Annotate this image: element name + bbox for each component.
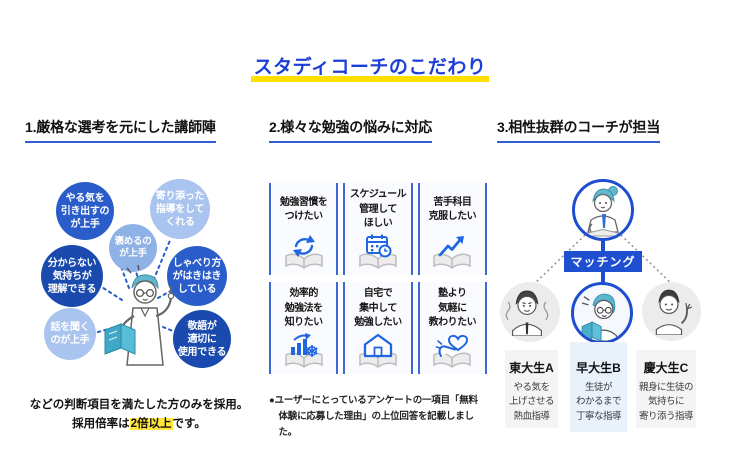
worry-card-label: 塾より 気軽に 教わりたい [428,288,477,329]
selection-note-line1: などの判断項目を満たした方のみを採用。 [29,399,249,411]
worry-card-label: スケジュール 管理して ほしい [349,189,407,230]
selection-note-line2-suffix: です。 [172,417,206,430]
skill-bubble-label: やる気を 引き出すの が上手 [60,192,110,230]
rising-arrow-book-icon [429,232,475,272]
cycle-book-icon [281,232,327,272]
student-a-illustration [505,290,549,337]
skill-bubble: 褒めるの が上手 [109,224,157,272]
section-study-worries: 2.様々な勉強の悩みに対応 勉強習慣を つけたい [269,117,487,441]
student-c-avatar [642,282,701,341]
skill-bubble: 分からない 気持ちが 理解できる [41,245,103,307]
house-book-icon [355,331,401,371]
worry-card-grid: 勉強習慣を つけたい スケジュール 管理して ほしい [269,183,487,374]
student-b-avatar [571,282,633,344]
hand-heart-book-icon [429,331,475,371]
worry-card: 塾より 気軽に 教わりたい [417,282,487,374]
selection-note-line2-prefix: 採用倍率は [72,417,130,430]
skill-bubble-label: 話を聞く のが上手 [50,322,90,346]
student-a-name: 東大生A [509,361,554,375]
coach-avatar [572,179,634,241]
student-a-avatar [500,282,560,342]
survey-footnote: ●ユーザーにとっているアンケートの一項目「無料体験に応募した理由」の上位回答を記… [269,395,478,439]
skill-bubble-label: しゃべり方 がはきはき している [172,257,222,295]
page-title: スタディコーチのこだわり [0,44,740,82]
worry-card-label: 苦手科目 克服したい [428,196,477,223]
skill-bubble: 寄り添った 指導をして くれる [150,179,210,239]
worry-card: スケジュール 管理して ほしい [343,183,413,275]
worry-card: 勉強習慣を つけたい [269,183,339,275]
student-c-card: 慶大生C 親身に生徒の 気持ちに 寄り添う指導 [636,350,696,428]
skill-bubble: 敬語が 適切に 使用できる [173,310,231,368]
student-b-description: 生徒が わかるまで 丁寧な指導 [575,382,622,422]
skill-bubble-label: 寄り添った 指導をして くれる [155,190,205,228]
matching-badge: マッチング [564,251,642,272]
worry-card: 自宅で 集中して 勉強したい [343,282,413,374]
worry-card-label: 自宅で 集中して 勉強したい [354,288,402,329]
student-c-name: 慶大生C [643,361,689,375]
column1-heading: 1.厳格な選考を元にした講師陣 [25,117,216,143]
teacher-skills-diagram: やる気を 引き出すの が上手 寄り添った 指導をして くれる 褒めるの が上手 … [25,166,253,394]
hiring-ratio-highlight: 2倍以上 [129,417,173,430]
skill-bubble-label: 敬語が 適切に 使用できる [177,320,227,358]
worry-card-label: 勉強習慣を つけたい [279,196,328,223]
student-a-description: やる気を 上げさせる 熱血指導 [508,382,555,422]
student-b-card: 早大生B 生徒が わかるまで 丁寧な指導 [570,342,627,432]
column3-heading: 3.相性抜群のコーチが担当 [497,117,660,143]
worry-card-label: 効率的 勉強法を 知りたい [284,288,324,329]
student-b-name: 早大生B [576,361,621,375]
skill-bubble: しゃべり方 がはきはき している [167,246,227,306]
selection-note: などの判断項目を満たした方のみを採用。 採用倍率は2倍以上です。 [25,396,253,434]
skill-bubble: やる気を 引き出すの が上手 [56,182,114,240]
page-title-text: スタディコーチのこだわり [250,57,490,82]
teacher-illustration [101,264,185,390]
section-coach-matching: 3.相性抜群のコーチが担当 マッチング [497,117,729,452]
student-c-illustration [655,289,693,336]
worry-card: 効率的 勉強法を 知りたい [269,282,339,374]
column2-heading: 2.様々な勉強の悩みに対応 [269,117,432,143]
chart-gear-book-icon [281,331,327,371]
coach-illustration [587,186,619,237]
student-c-description: 親身に生徒の 気持ちに 寄り添う指導 [638,382,694,422]
worry-card: 苦手科目 克服したい [417,183,487,275]
skill-bubble-label: 分からない 気持ちが 理解できる [47,257,97,295]
skill-bubble-label: 褒めるの が上手 [114,235,152,259]
student-b-illustration [581,293,618,341]
student-a-card: 東大生A やる気を 上げさせる 熱血指導 [505,350,558,428]
calendar-book-icon [355,232,401,272]
skill-bubble: 話を聞く のが上手 [44,308,96,360]
section-strict-teacher-selection: 1.厳格な選考を元にした講師陣 やる気を 引き出すの が上手 寄り添った 指導を… [25,117,253,434]
